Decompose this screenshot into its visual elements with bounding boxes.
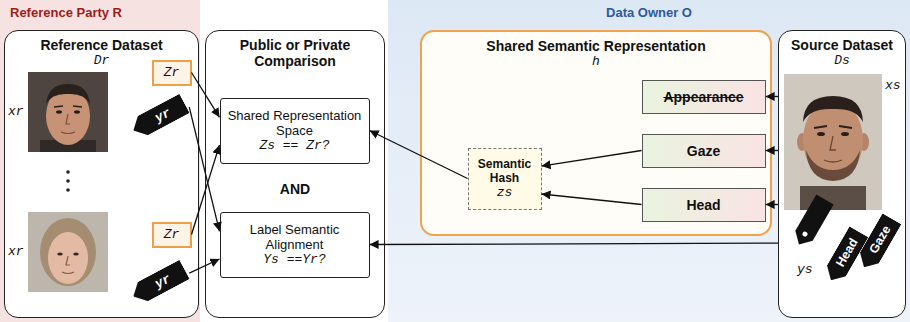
box-title: Gaze	[687, 143, 720, 159]
brows	[814, 126, 852, 128]
eye	[817, 132, 825, 136]
box-title: Shared Representation Space	[227, 108, 363, 138]
box-title: Source Dataset	[791, 37, 893, 53]
representation-box: Shared Semantic RepresentationhAppearanc…	[420, 30, 772, 236]
eye	[73, 252, 79, 255]
dot	[66, 179, 70, 183]
comparison-box: Public or Private ComparisonShared Repre…	[205, 30, 385, 318]
box-title: Reference Dataset	[40, 37, 162, 53]
hair	[46, 84, 90, 104]
box-symbol: Zs == Zr?	[259, 138, 329, 153]
box-title: Semantic Hash	[471, 157, 539, 185]
process-box: Label Semantic AlignmentYs ==Yr?	[220, 212, 370, 278]
variable-label: xs	[885, 78, 901, 93]
box-title: yr	[145, 270, 173, 294]
eye	[57, 252, 63, 255]
hair	[40, 218, 96, 286]
label-tag: yr	[128, 93, 190, 140]
dot	[66, 170, 70, 174]
eye	[74, 110, 80, 113]
hash-box: Semantic Hashzs	[468, 148, 542, 210]
box-title: Appearance	[663, 89, 743, 105]
reference-face	[28, 72, 108, 152]
reference-face	[28, 212, 108, 292]
box-title: Head	[686, 197, 720, 213]
photo-bg	[784, 74, 882, 210]
factor-box: Gaze	[642, 134, 766, 168]
face	[48, 232, 88, 284]
arrow-connector	[370, 131, 468, 179]
eye	[56, 110, 62, 113]
box-title: yr	[145, 104, 173, 128]
factor-box: Head	[642, 188, 766, 222]
box-title: Gaze	[862, 223, 893, 263]
box-symbol: Ys ==Yr?	[263, 252, 325, 267]
box-title: Public or Private Comparison	[214, 37, 376, 69]
box-title: Shared Semantic Representation	[486, 38, 705, 54]
nose-mouth	[62, 256, 74, 274]
box-symbol: Dr	[94, 53, 110, 68]
nose-mouth	[61, 114, 75, 134]
box-symbol: Ds	[834, 53, 850, 68]
box-title: Data Owner O	[606, 5, 692, 20]
arrow-connector	[189, 259, 219, 273]
photo-bg	[28, 212, 108, 292]
box-title: Zr	[164, 65, 180, 80]
factor-box: Appearance	[642, 80, 766, 114]
ellipsis-dots	[66, 170, 70, 192]
variable-label: xr	[8, 104, 24, 119]
arrow-connector	[766, 204, 779, 205]
box-title: Head	[829, 235, 860, 275]
hair	[803, 96, 863, 122]
box-title: Label Semantic Alignment	[227, 222, 363, 252]
photo-bg	[28, 72, 108, 152]
arrow-connector	[192, 145, 220, 234]
box-symbol: zs	[497, 185, 513, 200]
arrow-connector	[542, 194, 642, 205]
arrow-connector	[370, 243, 779, 244]
arrow-connector	[189, 107, 219, 231]
box-symbol: h	[592, 54, 600, 69]
box-title: Reference Party R	[10, 5, 122, 20]
process-box: Shared Representation SpaceZs == Zr?	[220, 98, 370, 164]
brows	[54, 106, 82, 107]
arrow-connector	[542, 151, 642, 167]
box-title: Zr	[164, 227, 180, 242]
nose-mouth	[824, 136, 842, 162]
tag-shape	[790, 194, 833, 249]
label-tag: yr	[128, 259, 190, 306]
arrow-connector	[766, 96, 779, 97]
operator-label: AND	[255, 181, 335, 197]
variable-label: xr	[8, 244, 24, 259]
beard	[806, 150, 860, 181]
arrow-connector	[192, 73, 220, 118]
embedding-box: Zr	[152, 222, 192, 248]
tag-hole	[802, 231, 809, 238]
embedding-box: Zr	[152, 60, 192, 86]
variable-label: ys	[797, 262, 813, 277]
source-face	[784, 74, 882, 210]
arrow-connector	[766, 150, 779, 151]
eye	[841, 132, 849, 136]
dot	[66, 188, 70, 192]
blank-tag	[790, 194, 833, 249]
